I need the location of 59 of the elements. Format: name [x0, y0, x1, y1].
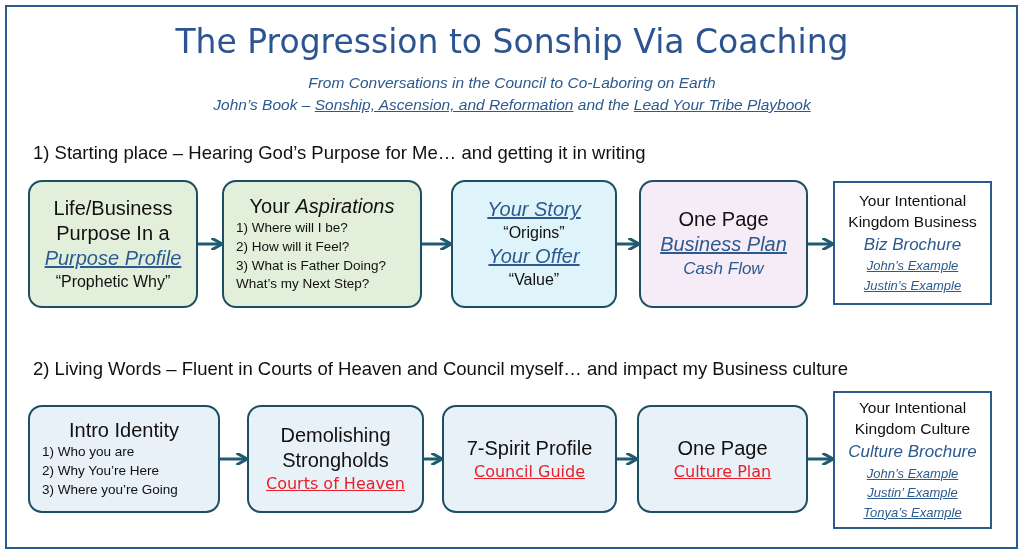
outcome-box — [833, 181, 992, 305]
arrow — [617, 451, 639, 467]
outcome-box — [833, 391, 992, 529]
link: Business Plan — [660, 232, 787, 258]
list-item: 3) Where you’re Going — [41, 480, 178, 499]
subheading: Culture Brochure — [848, 440, 977, 463]
arrow — [808, 236, 835, 252]
title: The Progression to Sonship Via Coaching — [175, 22, 849, 61]
arrow — [617, 236, 641, 252]
link: Your Offer — [488, 244, 580, 269]
list-item: 2) Why You’re Here — [41, 462, 160, 481]
subheading: Cash Flow — [683, 258, 764, 281]
arrow — [424, 451, 444, 467]
arrow — [198, 236, 224, 252]
process-box — [637, 405, 808, 513]
list-item: 3) What is Father Doing? What’s my Next Step? — [235, 256, 388, 294]
process-box — [442, 405, 617, 513]
list-item: 1) Who you are — [41, 443, 135, 462]
book-link: Lead Your Tribe Playbook — [633, 96, 811, 113]
box-heading: Your Aspirations — [249, 193, 395, 219]
process-box — [451, 180, 617, 308]
arrow — [220, 451, 249, 467]
book-link: Sonship, Ascension, and Reformation — [314, 96, 574, 113]
box-heading: One Page — [677, 435, 768, 461]
list-item: 2) How will it Feel? — [235, 237, 350, 256]
link: Your Story — [487, 197, 581, 223]
box-heading: Intro Identity — [68, 418, 180, 444]
subtitle: From Conversations in the Council to Co-Laboring on Earth — [308, 74, 716, 91]
box-heading: Your Intentional Kingdom Business — [847, 190, 978, 232]
quote-text: “Value” — [508, 270, 560, 290]
subtitle-text: John’s Book – — [213, 96, 311, 113]
link: Courts of Heaven — [266, 473, 405, 495]
box-heading: 7-Spirit Profile — [466, 435, 593, 461]
box-heading: Demolishing Strongholds — [279, 423, 392, 474]
example-link: Justin’ Example — [867, 484, 958, 503]
section-heading: 2) Living Words – Fluent in Courts of Heaven and Council myself… and impact my Business culture — [33, 358, 849, 379]
subtitle-text: and the — [577, 96, 630, 113]
process-box — [639, 180, 808, 308]
example-link: John’s Example — [866, 257, 959, 276]
example-link: Tonya’s Example — [863, 503, 962, 522]
example-link: John’s Example — [866, 464, 959, 483]
link: Council Guide — [474, 460, 585, 483]
process-box — [28, 180, 198, 308]
quote-text: “Prophetic Why” — [55, 271, 171, 292]
box-heading: Life/Business Purpose In a — [52, 195, 174, 246]
link: Purpose Profile — [44, 245, 182, 271]
process-box — [28, 405, 220, 513]
section-heading: 1) Starting place – Hearing God’s Purpose for Me… and getting it in writing — [33, 142, 646, 163]
process-box — [247, 405, 424, 513]
arrow — [422, 236, 453, 252]
link: Culture Plan — [673, 460, 772, 483]
box-heading: Your Intentional Kingdom Culture — [853, 397, 972, 439]
process-box — [222, 180, 422, 308]
list-item: 1) Where will I be? — [235, 218, 348, 237]
example-link: Justin’s Example — [863, 276, 962, 295]
quote-text: “Origins” — [503, 223, 565, 244]
arrow — [808, 451, 835, 467]
subheading: Biz Brochure — [863, 233, 962, 256]
box-heading: One Page — [678, 207, 769, 233]
